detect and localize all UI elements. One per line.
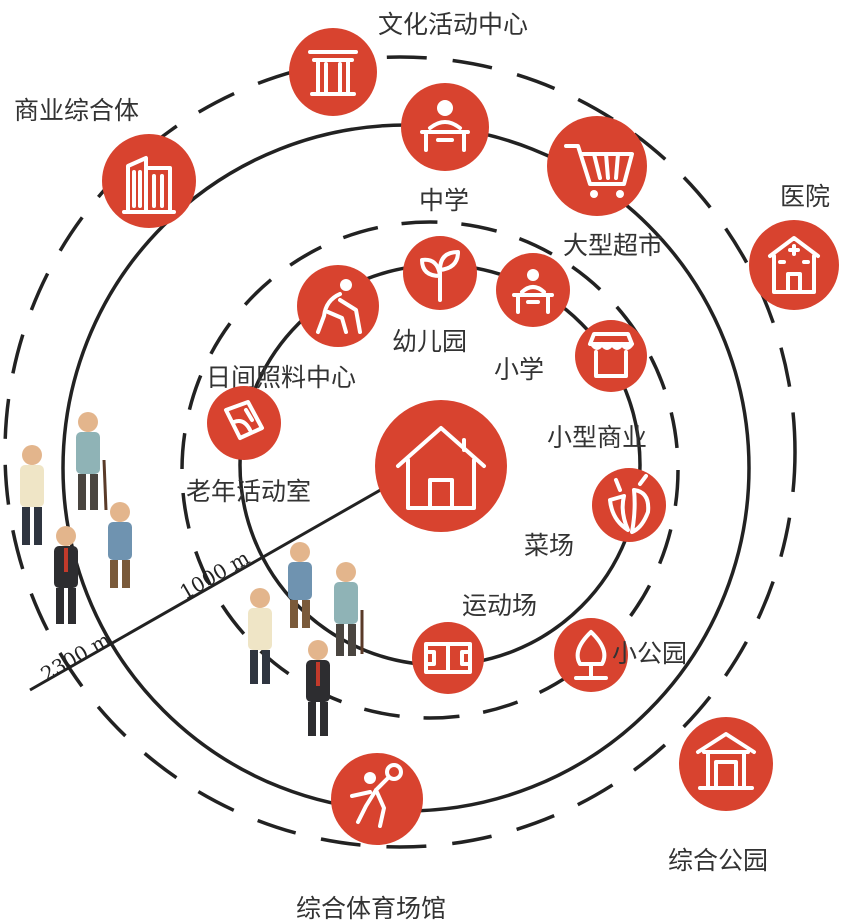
elderly-walker-icon (297, 265, 379, 347)
person-figure (306, 640, 330, 736)
person-figure (108, 502, 132, 588)
person-figure (334, 562, 364, 656)
sports-complex-label: 综合体育场馆 (296, 894, 446, 923)
culture-center-label: 文化活动中心 (378, 10, 528, 39)
culture-column-icon (289, 28, 377, 116)
sports-field-icon (412, 622, 484, 694)
person-figure (248, 588, 272, 684)
comprehensive-park-label: 综合公园 (668, 846, 768, 875)
vegetables-icon (592, 468, 666, 542)
teacher-desk-icon (496, 253, 570, 327)
middle-school-label: 中学 (419, 186, 469, 215)
person-figure (54, 526, 78, 624)
commercial-complex-label: 商业综合体 (14, 96, 139, 125)
vegetable-market-label: 菜场 (524, 531, 574, 560)
sports-field-label: 运动场 (462, 591, 537, 620)
hospital-label: 医院 (780, 182, 830, 211)
person-figure (20, 445, 44, 545)
tennis-player-icon (331, 753, 423, 845)
distance-1000-label: 1000 m (176, 545, 254, 604)
hospital-icon (749, 220, 839, 310)
teacher-desk-icon (401, 83, 489, 171)
day-care-center-label: 日间照料中心 (206, 363, 356, 392)
shopping-cart-icon (547, 116, 647, 216)
person-figure (288, 542, 312, 628)
shop-awning-icon (575, 320, 647, 392)
inner-dashed-ring (180, 220, 680, 720)
sprout-icon (403, 236, 477, 310)
radius-line (29, 478, 399, 692)
small-business-label: 小型商业 (547, 423, 647, 452)
elderly-people-group-left (20, 412, 132, 624)
elderly-people-group-center (248, 542, 364, 736)
home-icon (375, 400, 507, 532)
hands-care-icon (207, 386, 281, 460)
kindergarten-label: 幼儿园 (392, 327, 467, 356)
supermarket-label: 大型超市 (563, 231, 663, 260)
small-park-label: 小公园 (612, 639, 687, 668)
outer-dashed-ring (3, 55, 797, 849)
person-figure (76, 412, 108, 511)
primary-school-label: 小学 (494, 355, 544, 384)
building-icon (102, 134, 196, 228)
tree-icon (554, 618, 628, 692)
senior-activity-room-label: 老年活动室 (186, 477, 311, 506)
pavilion-icon (679, 717, 773, 811)
